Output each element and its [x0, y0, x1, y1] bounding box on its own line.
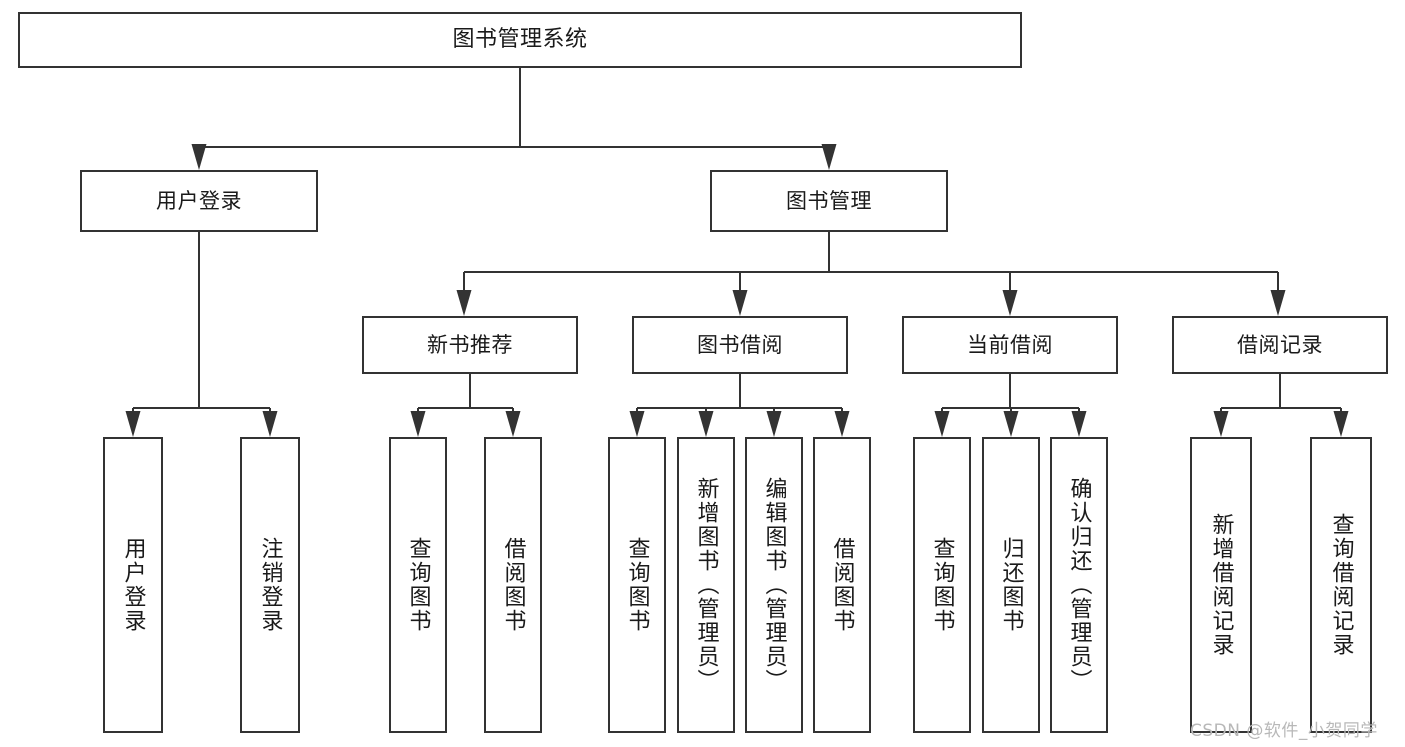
leaf-borrow-book-2[interactable]: 借阅图书 [813, 437, 871, 733]
node-user-login-label: 用户登录 [156, 188, 242, 213]
csdn-watermark: CSDN @软件_小贺同学 [1190, 721, 1378, 741]
leaf-borrow-book-2-label: 借阅图书 [829, 537, 855, 633]
leaf-query-book-2-label: 查询图书 [624, 537, 650, 633]
leaf-query-book-1[interactable]: 查询图书 [389, 437, 447, 733]
leaf-add-record[interactable]: 新增借阅记录 [1190, 437, 1252, 733]
leaf-query-book-2[interactable]: 查询图书 [608, 437, 666, 733]
leaf-query-record[interactable]: 查询借阅记录 [1310, 437, 1372, 733]
leaf-query-record-label: 查询借阅记录 [1328, 513, 1354, 657]
node-root[interactable]: 图书管理系统 [18, 12, 1022, 68]
leaf-logout[interactable]: 注销登录 [240, 437, 300, 733]
leaf-return-book-label: 归还图书 [998, 537, 1024, 633]
leaf-edit-book-label: 编辑图书（管理员） [761, 477, 787, 693]
node-book-borrow[interactable]: 图书借阅 [632, 316, 848, 374]
node-current-borrow-label: 当前借阅 [967, 332, 1053, 357]
leaf-user-login-label: 用户登录 [120, 537, 146, 633]
leaf-confirm-return[interactable]: 确认归还（管理员） [1050, 437, 1108, 733]
leaf-add-book-label: 新增图书（管理员） [693, 477, 719, 693]
node-new-book-rec-label: 新书推荐 [427, 332, 513, 357]
leaf-logout-label: 注销登录 [257, 537, 283, 633]
node-current-borrow[interactable]: 当前借阅 [902, 316, 1118, 374]
leaf-query-book-1-label: 查询图书 [405, 537, 431, 633]
leaf-borrow-book-1-label: 借阅图书 [500, 537, 526, 633]
node-borrow-record-label: 借阅记录 [1237, 332, 1323, 357]
node-user-login[interactable]: 用户登录 [80, 170, 318, 232]
leaf-confirm-return-label: 确认归还（管理员） [1066, 477, 1092, 693]
leaf-return-book[interactable]: 归还图书 [982, 437, 1040, 733]
node-book-manage-label: 图书管理 [786, 188, 872, 213]
leaf-query-book-3-label: 查询图书 [929, 537, 955, 633]
leaf-add-book[interactable]: 新增图书（管理员） [677, 437, 735, 733]
leaf-edit-book[interactable]: 编辑图书（管理员） [745, 437, 803, 733]
node-book-borrow-label: 图书借阅 [697, 332, 783, 357]
node-borrow-record[interactable]: 借阅记录 [1172, 316, 1388, 374]
node-new-book-rec[interactable]: 新书推荐 [362, 316, 578, 374]
node-book-manage[interactable]: 图书管理 [710, 170, 948, 232]
node-root-label: 图书管理系统 [452, 27, 588, 53]
leaf-query-book-3[interactable]: 查询图书 [913, 437, 971, 733]
leaf-user-login[interactable]: 用户登录 [103, 437, 163, 733]
leaf-add-record-label: 新增借阅记录 [1208, 513, 1234, 657]
leaf-borrow-book-1[interactable]: 借阅图书 [484, 437, 542, 733]
